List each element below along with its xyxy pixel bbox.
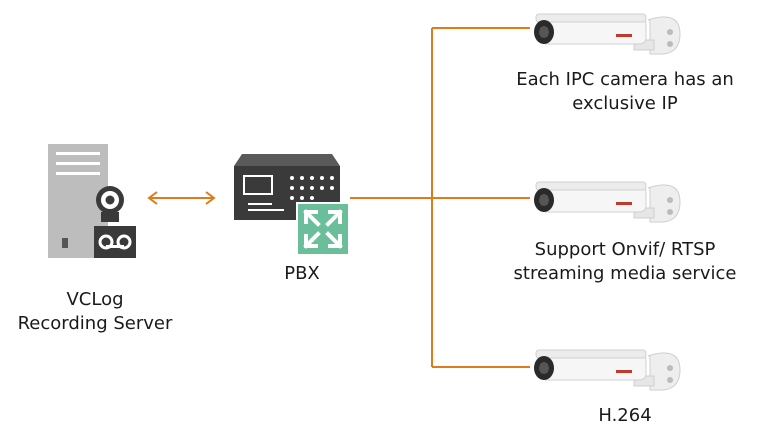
camera-3-line1: H.264 (598, 405, 652, 426)
camera-1-label: Each IPC camera has an exclusive IP (490, 68, 760, 116)
pbx-label: PBX (284, 263, 320, 284)
server-label-line1: VCLog (66, 289, 124, 310)
ip-camera-icon (530, 346, 682, 394)
camera-2-line1: Support Onvif/ RTSP (534, 239, 716, 260)
ip-camera-icon (530, 10, 682, 58)
server-label-line2: Recording Server (17, 313, 173, 334)
camera-1-line2: exclusive IP (572, 93, 678, 114)
arrow-left-head (147, 191, 158, 205)
camera-3-label: H.264 (490, 404, 760, 428)
server-icon (46, 142, 138, 260)
camera-2-label: Support Onvif/ RTSP streaming media serv… (490, 238, 760, 286)
camera-2-line2: streaming media service (513, 263, 737, 284)
arrow-right-head (205, 191, 216, 205)
server-label: VCLog Recording Server (0, 288, 190, 336)
ip-camera-icon (530, 178, 682, 226)
camera-1-line1: Each IPC camera has an (516, 69, 734, 90)
pbx-icon (232, 154, 350, 256)
